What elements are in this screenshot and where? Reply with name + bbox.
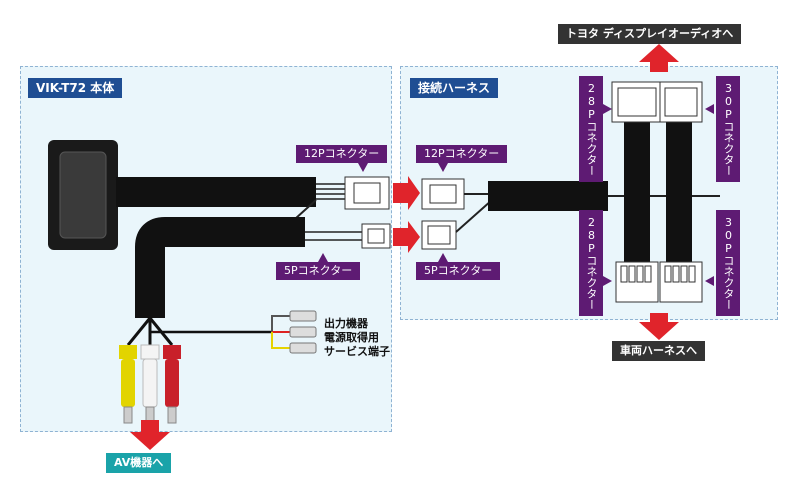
bottom-left-28p-callout: 28Pコネクター [579,210,603,316]
harness-12p-callout: 12Pコネクター [416,145,508,163]
harness-5p-callout: 5Pコネクター [416,262,501,280]
av-device-label: AV機器へ [106,453,172,473]
unit-5p-callout: 5Pコネクター [276,262,361,280]
toyota-display-label: トヨタ ディスプレイオーディオへ [558,24,742,44]
service-terminal-line3: サービス端子 [324,345,390,358]
service-terminal-line2: 電源取得用 [324,331,379,344]
top-left-28p-callout: 28Pコネクター [579,76,603,182]
top-right-30p-callout: 30Pコネクター [716,76,740,182]
harness-title: 接続ハーネス [410,78,499,98]
service-terminal-text: 出力機器 電源取得用 サービス端子 [324,317,390,359]
vehicle-harness-label: 車両ハーネスへ [612,341,705,361]
unit-12p-callout: 12Pコネクター [296,145,388,163]
service-terminal-line1: 出力機器 [324,317,368,330]
main-unit-title: VIK-T72 本体 [28,78,123,98]
bottom-right-30p-callout: 30Pコネクター [716,210,740,316]
